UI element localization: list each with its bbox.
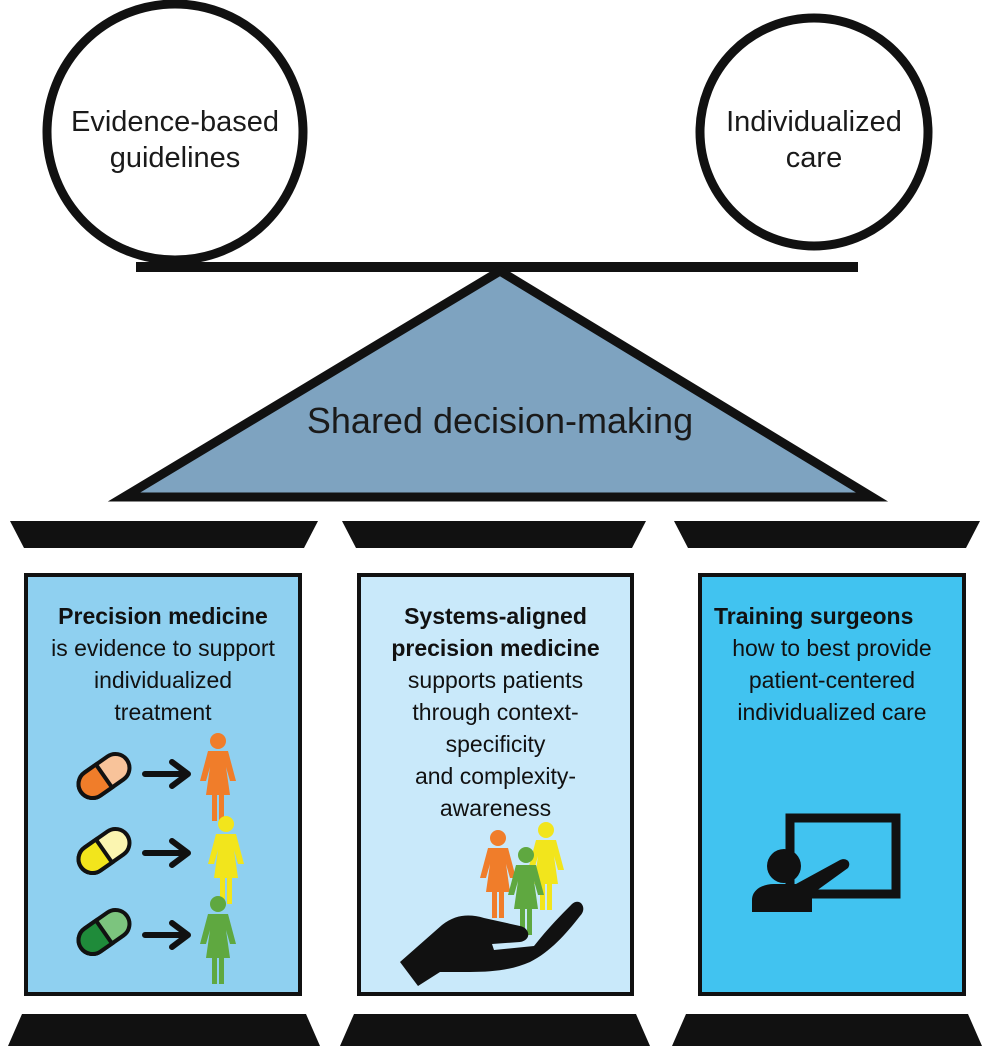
pill-orange-icon [76, 751, 132, 801]
pillar3-bottom-cap [672, 1014, 982, 1046]
pill-yellow-icon [76, 826, 132, 876]
pillar1-body-1: is evidence to support [51, 635, 275, 661]
pillar2-heading-1: Systems-aligned [404, 603, 587, 629]
pillar3-body-3: individualized care [737, 699, 927, 725]
pillar3-body-1: how to best provide [732, 635, 932, 661]
person-yellow-icon [208, 816, 244, 904]
pillar2-text: Systems-aligned precision medicine suppo… [361, 600, 630, 824]
teacher-at-board-icon [752, 813, 901, 912]
pillar2-body-1: supports patients [407, 667, 584, 693]
pillar2-bottom-cap [340, 1014, 650, 1046]
evidence-circle [42, 0, 308, 265]
people-group-icon [480, 822, 564, 935]
pillar1-body-2: individualized [93, 667, 233, 693]
arrow-icon [142, 759, 191, 950]
open-hand-icon [400, 901, 584, 986]
pill-green-icon [76, 907, 132, 957]
evidence-line-1: Evidence-based [71, 106, 279, 138]
person-orange-icon [200, 733, 236, 821]
pillar3-heading: Training surgeons [714, 603, 914, 629]
pillar3-top-cap [674, 521, 980, 548]
pillar3-body-2: patient-centered [748, 667, 916, 693]
evidence-circle-label: Evidence-based guidelines [55, 104, 295, 176]
individualized-line-2: care [785, 142, 843, 174]
pillar1-box [24, 573, 302, 996]
pillar2-body-5: awareness [439, 795, 552, 821]
individualized-line-1: Individualized [726, 106, 902, 138]
individualized-circle [695, 13, 933, 251]
pillar3-box [698, 573, 966, 996]
person-green-icon [200, 896, 236, 984]
pillar1-body-3: treatment [114, 699, 212, 725]
pillar2-body-3: specificity [445, 731, 546, 757]
balance-beam [136, 262, 858, 272]
evidence-line-2: guidelines [109, 142, 241, 174]
pillar1-top-cap [10, 521, 318, 548]
pillar1-text: Precision medicine is evidence to suppor… [28, 600, 298, 728]
fulcrum-label: Shared decision-making [306, 400, 694, 441]
pillar1-heading: Precision medicine [58, 603, 268, 629]
pillar3-text: Training surgeons how to best provide pa… [702, 600, 962, 728]
individualized-circle-label: Individualized care [704, 104, 924, 176]
pillar2-heading-2: precision medicine [391, 635, 600, 661]
pillar2-body-2: through context- [412, 699, 579, 725]
fulcrum-triangle [107, 265, 889, 502]
pillar2-body-4: and complexity- [414, 763, 577, 789]
pillar1-bottom-cap [8, 1014, 320, 1046]
pillar2-top-cap [342, 521, 646, 548]
